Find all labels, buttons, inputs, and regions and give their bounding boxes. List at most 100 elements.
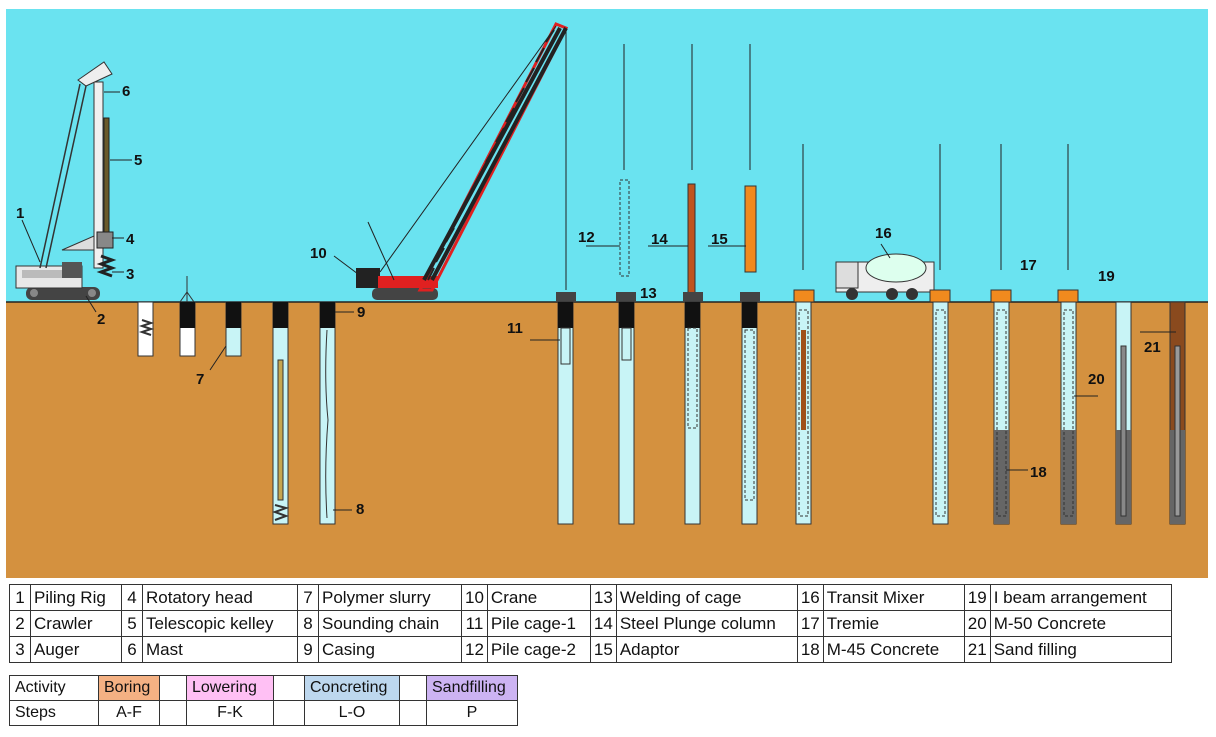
label-7: 7	[196, 371, 204, 388]
legend-text: M-50 Concrete	[989, 610, 1172, 637]
steps-sandfilling: P	[426, 700, 518, 726]
activity-boring: Boring	[98, 675, 160, 701]
steps-row: Steps A-F F-K L-O P	[9, 700, 518, 726]
legend-text: Mast	[142, 636, 298, 663]
label-20: 20	[1088, 371, 1105, 388]
crawler	[26, 287, 100, 300]
label-11: 11	[507, 320, 523, 337]
legend-text: Sounding chain	[318, 610, 462, 637]
m45-concrete	[994, 430, 1009, 524]
legend-number: 21	[963, 636, 991, 663]
legend-number: 1	[9, 584, 31, 611]
legend-text: Telescopic kelley	[142, 610, 298, 637]
legend-text: Pile cage-2	[486, 636, 591, 663]
activity-row: Activity Boring Lowering Concreting Sand…	[9, 675, 518, 701]
label-4: 4	[126, 231, 135, 248]
legend-text: Crane	[486, 584, 591, 611]
pile-cage-2	[619, 179, 630, 277]
label-17: 17	[1020, 257, 1037, 274]
label-2: 2	[97, 311, 105, 328]
callout-labels: 1 2 3 4 5 6 7 8 9 10 11 12 13 14 15 16 1…	[16, 83, 1161, 518]
steps-boring: A-F	[98, 700, 160, 726]
pile-cage-1	[560, 327, 571, 365]
pile-cages	[556, 44, 1186, 525]
legend-number: 8	[297, 610, 319, 637]
legend-text: Transit Mixer	[822, 584, 965, 611]
legend-text: M-45 Concrete	[822, 636, 965, 663]
legend-number: 17	[796, 610, 824, 637]
legend-number: 11	[461, 610, 488, 637]
legend-number: 16	[796, 584, 824, 611]
label-1: 1	[16, 205, 24, 222]
crane	[356, 22, 569, 300]
legend-number: 5	[121, 610, 143, 637]
legend-number: 7	[297, 584, 319, 611]
activity-concreting: Concreting	[304, 675, 400, 701]
sky	[6, 9, 1208, 302]
label-3: 3	[126, 266, 134, 283]
legend-number: 2	[9, 610, 31, 637]
legend-number: 10	[461, 584, 488, 611]
legend-number: 3	[9, 636, 31, 663]
adaptor	[744, 185, 757, 273]
legend-text: Piling Rig	[30, 584, 122, 611]
auger	[96, 254, 117, 278]
transit-mixer	[835, 253, 935, 300]
legend-text: Crawler	[30, 610, 122, 637]
legend-number: 18	[796, 636, 824, 663]
legend-text: Welding of cage	[615, 584, 798, 611]
legend-number: 15	[589, 636, 617, 663]
legend-text: Auger	[30, 636, 122, 663]
label-16: 16	[875, 225, 892, 242]
label-9: 9	[357, 304, 365, 321]
label-15: 15	[711, 231, 728, 248]
legend-text: Casing	[318, 636, 462, 663]
label-14: 14	[651, 231, 668, 248]
legend-text: Pile cage-1	[486, 610, 591, 637]
legend-number: 14	[589, 610, 617, 637]
legend-text: I beam arrangement	[989, 584, 1172, 611]
legend-number: 20	[963, 610, 991, 637]
legend-text: Steel Plunge column	[615, 610, 798, 637]
steps-concreting: L-O	[304, 700, 400, 726]
telescopic-kelley	[103, 117, 110, 239]
activity-label: Activity	[9, 675, 99, 701]
legend-number: 12	[461, 636, 488, 663]
activity-lowering: Lowering	[186, 675, 274, 701]
activity-steps-table: Activity Boring Lowering Concreting Sand…	[9, 675, 518, 726]
callouts	[21, 91, 1176, 511]
activity-sandfilling: Sandfilling	[426, 675, 518, 701]
legend-text: Rotatory head	[142, 584, 298, 611]
legend-text: Sand filling	[989, 636, 1172, 663]
legend-number: 4	[121, 584, 143, 611]
legend-number: 19	[963, 584, 991, 611]
boring-piles	[137, 276, 336, 525]
legend-number: 13	[589, 584, 617, 611]
steel-plunge-column	[687, 183, 696, 295]
legend-number: 9	[297, 636, 319, 663]
label-18: 18	[1030, 464, 1047, 481]
steps-label: Steps	[9, 700, 99, 726]
label-5: 5	[134, 152, 142, 169]
i-beam-arrangement	[1057, 289, 1079, 303]
label-6: 6	[122, 83, 130, 100]
label-8: 8	[356, 501, 364, 518]
legend-text: Tremie	[822, 610, 965, 637]
legend-text: Adaptor	[615, 636, 798, 663]
tremie	[990, 289, 1012, 303]
legend-number: 6	[121, 636, 143, 663]
label-12: 12	[578, 229, 595, 246]
label-19: 19	[1098, 268, 1115, 285]
sounding-chain	[325, 329, 329, 519]
label-13: 13	[640, 285, 657, 302]
piling-rig	[15, 61, 117, 300]
piling-process-diagram: 1 2 3 4 5 6 7 8 9 10 11 12 13 14 15 16 1…	[6, 9, 1208, 578]
label-21: 21	[1144, 339, 1161, 356]
rotatory-head	[96, 231, 114, 249]
label-10: 10	[310, 245, 327, 262]
mast	[93, 81, 104, 269]
